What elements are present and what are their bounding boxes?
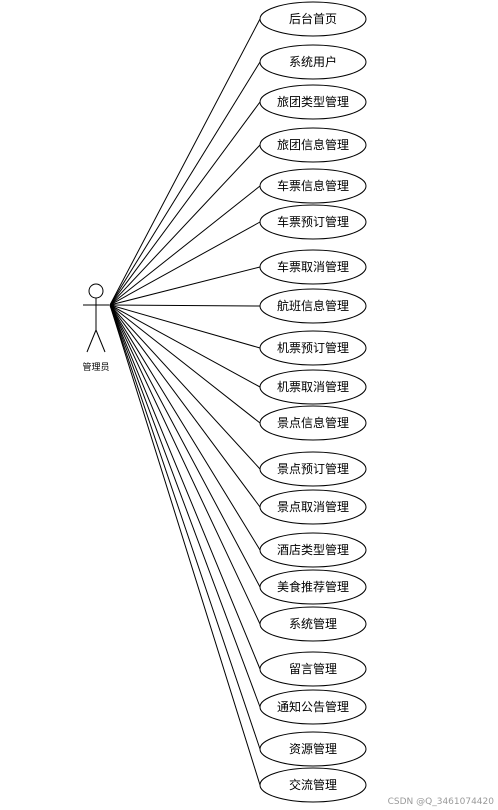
actor-figure[interactable]: 管理员	[82, 283, 110, 373]
association-line	[109, 304, 261, 470]
actor-left-leg	[86, 329, 97, 353]
association-line	[109, 144, 261, 306]
use-case[interactable]: 景点信息管理	[259, 405, 367, 441]
use-case-ellipse	[259, 1, 367, 37]
use-case-label: 景点预订管理	[277, 461, 349, 476]
use-case[interactable]: 景点预订管理	[259, 451, 367, 487]
use-case[interactable]: 美食推荐管理	[259, 569, 367, 605]
use-case-ellipse	[259, 606, 367, 642]
use-case-ellipse	[259, 44, 367, 80]
use-case-ellipse	[259, 689, 367, 725]
use-case[interactable]: 资源管理	[259, 731, 367, 767]
use-case-ellipse	[259, 288, 367, 324]
use-case-label: 机票取消管理	[277, 379, 349, 394]
use-case-label: 交流管理	[289, 777, 337, 792]
use-case[interactable]: 系统管理	[259, 606, 367, 642]
association-line	[109, 304, 261, 588]
use-case-ellipse	[259, 168, 367, 204]
use-case[interactable]: 车票信息管理	[259, 168, 367, 204]
association-line	[109, 304, 261, 708]
use-case-label: 景点取消管理	[277, 499, 349, 514]
use-case[interactable]: 系统用户	[259, 44, 367, 80]
use-case-label: 机票预订管理	[277, 340, 349, 355]
use-case-label: 系统管理	[289, 616, 337, 631]
use-case-label: 后台首页	[289, 11, 337, 26]
use-case-label: 车票预订管理	[277, 214, 349, 229]
association-line	[109, 304, 261, 750]
actor-head	[88, 283, 104, 299]
use-case-ellipse	[259, 204, 367, 240]
association-line	[109, 304, 261, 349]
use-case-ellipse	[259, 369, 367, 405]
association-lines	[109, 18, 261, 786]
watermark: CSDN @Q_3461074420	[387, 797, 494, 807]
use-case-ellipse	[259, 127, 367, 163]
use-case[interactable]: 航班信息管理	[259, 288, 367, 324]
association-line	[109, 304, 261, 508]
association-line	[109, 304, 261, 424]
use-case-label: 车票取消管理	[277, 259, 349, 274]
use-case[interactable]: 车票预订管理	[259, 204, 367, 240]
use-case-label: 旅团信息管理	[277, 137, 349, 152]
use-case-label: 酒店类型管理	[277, 542, 349, 557]
actor-right-leg	[95, 329, 106, 353]
association-line	[109, 18, 261, 306]
use-case-list: 后台首页系统用户旅团类型管理旅团信息管理车票信息管理车票预订管理车票取消管理航班…	[259, 1, 367, 803]
use-case[interactable]: 交流管理	[259, 767, 367, 803]
association-line	[109, 304, 261, 786]
use-case-ellipse	[259, 84, 367, 120]
association-line	[109, 304, 261, 551]
use-case-ellipse	[259, 651, 367, 687]
use-case-ellipse	[259, 489, 367, 525]
use-case[interactable]: 车票取消管理	[259, 249, 367, 285]
actor-label: 管理员	[82, 361, 109, 373]
use-case-ellipse	[259, 405, 367, 441]
use-case-ellipse	[259, 532, 367, 568]
association-line	[109, 185, 261, 306]
use-case[interactable]: 机票取消管理	[259, 369, 367, 405]
use-case[interactable]: 景点取消管理	[259, 489, 367, 525]
use-case-label: 留言管理	[289, 661, 337, 676]
use-case-ellipse	[259, 731, 367, 767]
use-case[interactable]: 留言管理	[259, 651, 367, 687]
use-case-label: 资源管理	[289, 741, 337, 756]
use-case-ellipse	[259, 451, 367, 487]
use-case[interactable]: 旅团信息管理	[259, 127, 367, 163]
use-case-label: 系统用户	[289, 54, 337, 69]
use-case-label: 航班信息管理	[277, 298, 349, 313]
association-line	[109, 304, 261, 307]
association-line	[109, 101, 261, 306]
association-line	[109, 61, 261, 306]
use-case-label: 旅团类型管理	[277, 94, 349, 109]
use-case-ellipse	[259, 330, 367, 366]
use-case[interactable]: 旅团类型管理	[259, 84, 367, 120]
use-case-ellipse	[259, 249, 367, 285]
use-case[interactable]: 酒店类型管理	[259, 532, 367, 568]
use-case[interactable]: 通知公告管理	[259, 689, 367, 725]
use-case[interactable]: 机票预订管理	[259, 330, 367, 366]
association-line	[109, 266, 261, 306]
association-line	[109, 304, 261, 670]
use-case[interactable]: 后台首页	[259, 1, 367, 37]
use-case-label: 景点信息管理	[277, 415, 349, 430]
association-line	[109, 221, 261, 306]
association-line	[109, 304, 261, 625]
use-case-ellipse	[259, 569, 367, 605]
use-case-label: 美食推荐管理	[277, 579, 349, 594]
use-case-label: 车票信息管理	[277, 178, 349, 193]
association-line	[109, 304, 261, 388]
use-case-label: 通知公告管理	[277, 699, 349, 714]
use-case-ellipse	[259, 767, 367, 803]
